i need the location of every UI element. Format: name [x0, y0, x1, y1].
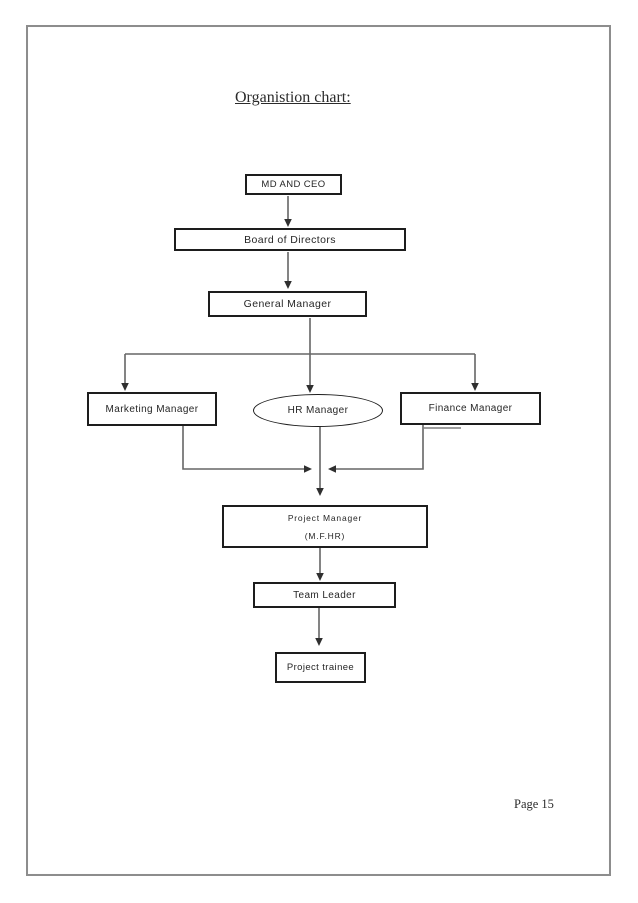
org-node-team-leader-label: Team Leader [293, 589, 356, 601]
org-node-board-of-directors-label: Board of Directors [244, 233, 336, 246]
connector-branch-to-marketing [121, 354, 129, 391]
arrowhead-down-icon [316, 573, 324, 581]
connector-team-leader-to-trainee [315, 608, 323, 646]
connector-project-manager-to-team-leader [316, 548, 324, 581]
org-node-md-ceo-label: MD AND CEO [261, 179, 326, 190]
org-node-general-manager: General Manager [208, 291, 367, 317]
org-node-project-trainee: Project trainee [275, 652, 366, 683]
connector-marketing-to-center [182, 426, 312, 473]
org-node-finance-manager-label: Finance Manager [428, 403, 513, 414]
page-title: Organistion chart: [235, 89, 351, 106]
connector-finance-to-center [328, 425, 461, 473]
page-number: Page 15 [514, 797, 554, 811]
org-node-project-manager-sublabel: (M.F.HR) [304, 531, 346, 541]
org-node-project-trainee-label: Project trainee [286, 662, 355, 673]
connector-branch-to-finance [471, 354, 479, 391]
org-node-marketing-manager-label: Marketing Manager [105, 403, 199, 415]
arrowhead-left-icon [328, 465, 336, 473]
page-border [26, 25, 611, 876]
connector-general-branch [125, 318, 475, 393]
connector-board-to-general [284, 252, 292, 289]
org-node-project-manager: Project Manager (M.F.HR) [222, 505, 428, 548]
arrowhead-right-icon [304, 465, 312, 473]
org-node-board-of-directors: Board of Directors [174, 228, 406, 251]
arrowhead-down-icon [284, 219, 292, 227]
arrowhead-down-icon [471, 383, 479, 391]
connector-md-ceo-to-board [284, 196, 292, 227]
connector-hr-to-project-manager [316, 427, 324, 496]
org-node-team-leader: Team Leader [253, 582, 396, 608]
org-node-hr-manager: HR Manager [253, 394, 383, 427]
connector-line [182, 426, 304, 470]
org-node-marketing-manager: Marketing Manager [87, 392, 217, 426]
arrowhead-down-icon [284, 281, 292, 289]
arrowhead-down-icon [316, 488, 324, 496]
org-node-project-manager-label: Project Manager [287, 513, 363, 523]
org-node-md-ceo: MD AND CEO [245, 174, 342, 195]
org-node-hr-manager-label: HR Manager [287, 405, 349, 416]
arrowhead-down-icon [121, 383, 129, 391]
org-node-finance-manager: Finance Manager [400, 392, 541, 425]
arrowhead-down-icon [306, 385, 314, 393]
org-node-general-manager-label: General Manager [243, 298, 332, 310]
arrowhead-down-icon [315, 638, 323, 646]
connector-line [336, 425, 424, 470]
